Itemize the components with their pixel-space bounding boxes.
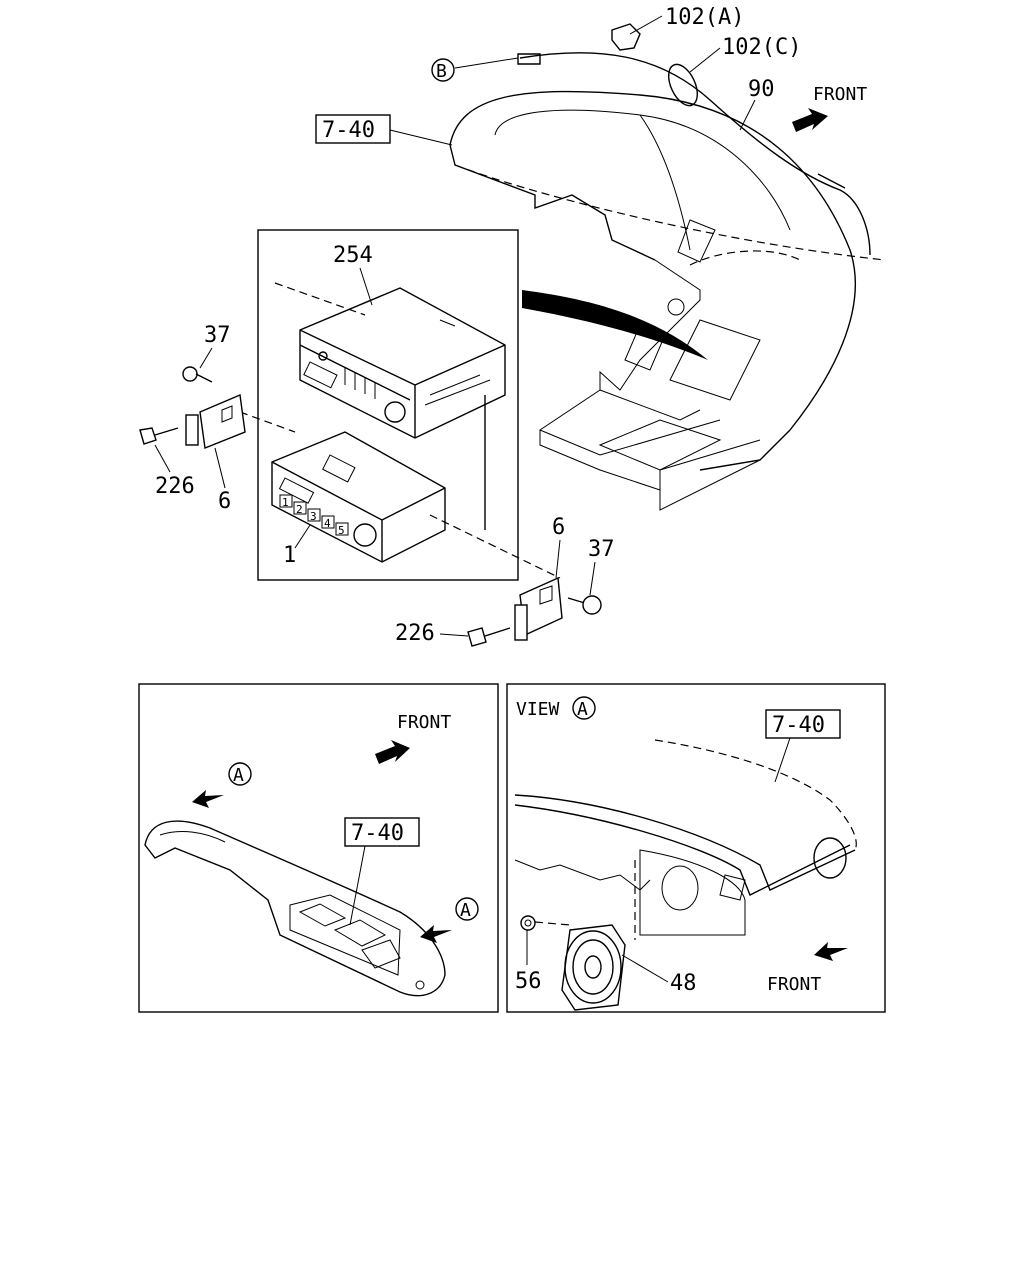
radio-group-box (257, 229, 519, 581)
bracket-left (185, 393, 246, 449)
inset-right-frame (506, 683, 886, 1013)
inset-left-circle-a-top: A (233, 765, 244, 786)
label-56: 56 (515, 969, 542, 994)
inset-left-arrow-a-top (192, 790, 224, 808)
label-48: 48 (670, 971, 697, 996)
inset-left-arrow-a-bottom (420, 925, 452, 943)
label-226-left: 226 (155, 474, 195, 499)
inset-right-view-label: VIEW (516, 699, 560, 720)
inset-left-dashboard (144, 820, 446, 997)
radio-1 (271, 431, 446, 563)
antenna-cable (517, 23, 871, 256)
label-6-left: 6 (218, 489, 231, 514)
inset-right-front-label: FRONT (767, 974, 821, 995)
radio-254 (274, 282, 506, 439)
inset-right-dashboard (514, 739, 857, 940)
label-90: 90 (748, 77, 775, 102)
nut-56 (520, 915, 536, 931)
label-102c: 102(C) (722, 35, 801, 60)
label-102a: 102(A) (665, 5, 744, 30)
inset-right-front-arrow (814, 942, 848, 961)
circle-b-label: B (436, 61, 447, 82)
label-226-right: 226 (395, 621, 435, 646)
inset-right-ref-7-40: 7-40 (772, 713, 825, 738)
radio-button-4: 4 (324, 517, 331, 530)
inset-left-circle-a-bottom: A (460, 900, 471, 921)
radio-button-1: 1 (282, 496, 289, 509)
bracket-right (514, 576, 563, 641)
label-254: 254 (333, 243, 373, 268)
ref-7-40-top: 7-40 (322, 118, 375, 143)
radio-buttons: 1 2 3 4 5 (279, 494, 349, 537)
screw-37-right (567, 595, 602, 615)
front-label-top: FRONT (813, 84, 867, 105)
inset-left-front-label: FRONT (397, 712, 451, 733)
radio-button-2: 2 (296, 503, 303, 516)
inset-left-frame (138, 683, 499, 1013)
screw-37-left (182, 366, 213, 383)
front-arrow-top (792, 108, 828, 132)
radio-button-5: 5 (338, 524, 345, 537)
speaker-48 (561, 924, 626, 1011)
radio-button-3: 3 (310, 510, 317, 523)
bolt-226-right (467, 627, 511, 647)
label-6-right: 6 (552, 515, 565, 540)
instrument-panel (449, 90, 886, 511)
bolt-226-left (139, 427, 179, 445)
inset-left-ref-7-40: 7-40 (351, 821, 404, 846)
inset-left-front-arrow (375, 740, 410, 764)
label-37-left: 37 (204, 323, 231, 348)
inset-right-circle-a: A (577, 699, 588, 720)
label-37-right: 37 (588, 537, 615, 562)
label-1: 1 (283, 543, 296, 568)
